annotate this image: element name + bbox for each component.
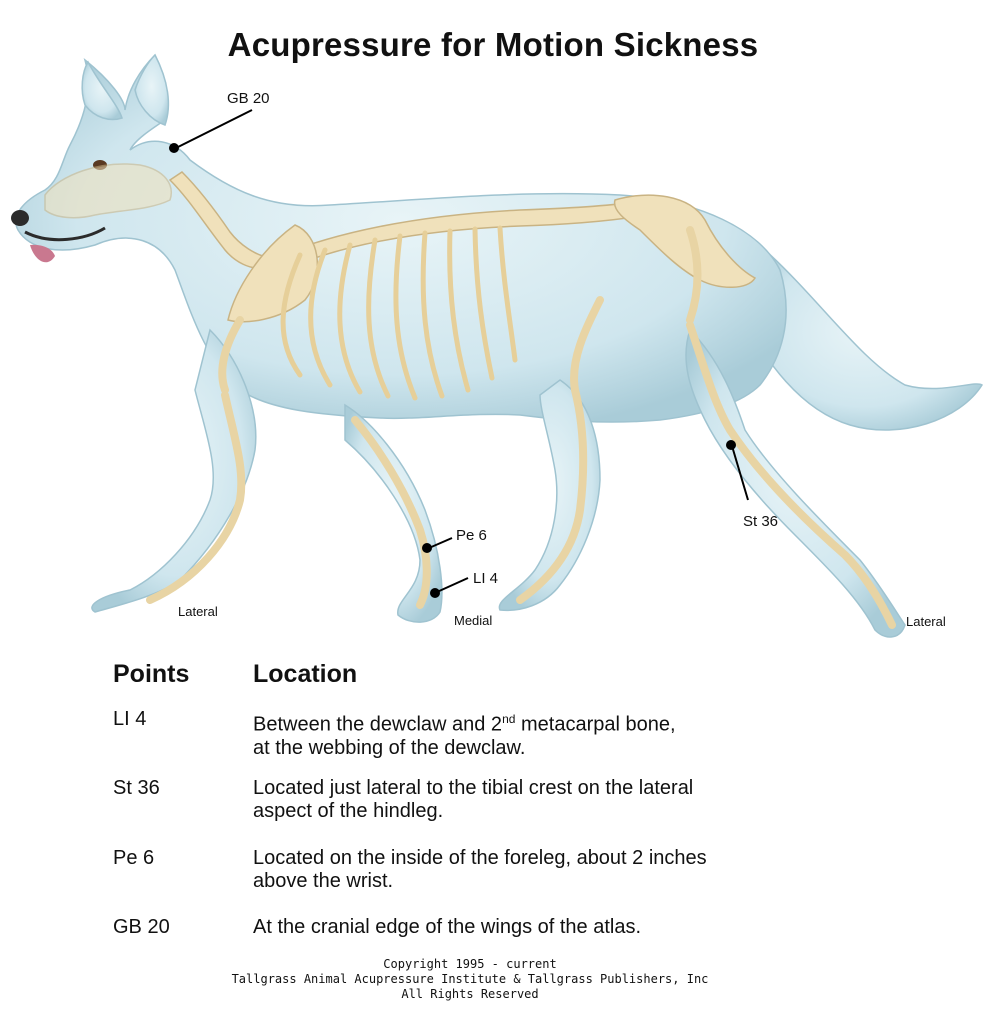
location-text: above the wrist.	[253, 870, 394, 892]
skull	[44, 163, 172, 219]
pe6-label: Pe 6	[456, 527, 487, 544]
li4-point-dot	[430, 588, 440, 598]
li4-label: LI 4	[473, 570, 498, 587]
dog-skeleton	[44, 163, 757, 323]
side-label-lateral-front: Lateral	[178, 604, 218, 619]
acupoint-li4: LI 4	[430, 570, 498, 598]
point-location: Located just lateral to the tibial crest…	[253, 777, 813, 823]
st36-label: St 36	[743, 513, 778, 530]
st36-point-dot	[726, 440, 736, 450]
location-text: Between the dewclaw and 2	[253, 713, 503, 736]
location-superscript: nd	[502, 712, 516, 726]
point-name: St 36	[113, 777, 160, 799]
tibia-far	[686, 321, 896, 629]
dog-face	[11, 160, 107, 263]
side-label-lateral-hind: Lateral	[906, 614, 946, 629]
column-header-location: Location	[253, 660, 358, 688]
point-location: Located on the inside of the foreleg, ab…	[253, 847, 813, 893]
rib	[497, 225, 518, 363]
copyright-line: All Rights Reserved	[401, 987, 539, 1001]
scapula	[227, 224, 319, 323]
location-text: at the webbing of the dewclaw.	[253, 736, 526, 759]
tibia-near	[516, 296, 604, 604]
pelvis	[613, 194, 757, 288]
gb20-label: GB 20	[227, 90, 270, 107]
radius-medial	[351, 416, 431, 609]
rib	[366, 237, 391, 399]
dog-tongue	[30, 244, 55, 263]
radius-lateral	[146, 391, 246, 604]
rib	[308, 247, 333, 388]
dog-anatomy-illustration: GB 20 Pe 6 LI 4 St 36 Lateral Medial Lat…	[11, 53, 984, 638]
rib	[280, 252, 303, 378]
acupoint-pe6: Pe 6	[422, 527, 487, 553]
copyright-line: Copyright 1995 - current	[383, 957, 557, 971]
dog-nose	[11, 210, 29, 226]
rib-cage	[280, 225, 518, 401]
rib	[472, 226, 495, 381]
dog-front-leg-lateral	[91, 328, 257, 613]
rib	[393, 233, 418, 401]
dog-tail	[744, 248, 984, 431]
st36-leader-line	[731, 445, 749, 501]
point-location: At the cranial edge of the wings of the …	[253, 916, 813, 939]
copyright-notice: Copyright 1995 - current Tallgrass Anima…	[0, 957, 940, 1002]
location-text: Located on the inside of the foreleg, ab…	[253, 847, 707, 869]
acupoint-gb20: GB 20	[169, 90, 270, 153]
point-name: Pe 6	[113, 847, 155, 869]
point-name: GB 20	[113, 916, 170, 938]
side-label-medial: Medial	[454, 613, 492, 628]
pe6-point-dot	[422, 543, 432, 553]
li4-leader-line	[436, 577, 469, 593]
acupoint-st36: St 36	[726, 440, 778, 530]
location-text: Located just lateral to the tibial crest…	[253, 777, 694, 799]
location-text: aspect of the hindleg.	[253, 800, 444, 822]
dog-ear-left	[81, 60, 123, 121]
location-text: At the cranial edge of the wings of the …	[253, 916, 642, 938]
page-title: Acupressure for Motion Sickness	[227, 26, 759, 63]
rib	[420, 230, 445, 399]
dog-ear-right	[134, 53, 170, 126]
point-name: LI 4	[113, 708, 147, 730]
dog-hind-leg-near	[498, 379, 601, 612]
column-header-points: Points	[113, 660, 190, 688]
copyright-line: Tallgrass Animal Acupressure Institute &…	[231, 972, 709, 986]
limb-bones	[146, 226, 896, 629]
location-text: metacarpal bone,	[515, 713, 676, 736]
rib	[447, 228, 471, 393]
femur	[686, 226, 702, 324]
rib	[337, 242, 363, 395]
dog-mouth	[24, 226, 106, 242]
point-location: Between the dewclaw and 2nd metacarpal b…	[253, 708, 813, 760]
humerus	[218, 316, 244, 394]
pe6-leader-line	[428, 537, 453, 549]
gb20-point-dot	[169, 143, 179, 153]
dog-front-leg-medial	[344, 403, 443, 623]
gb20-leader-line	[175, 109, 253, 149]
